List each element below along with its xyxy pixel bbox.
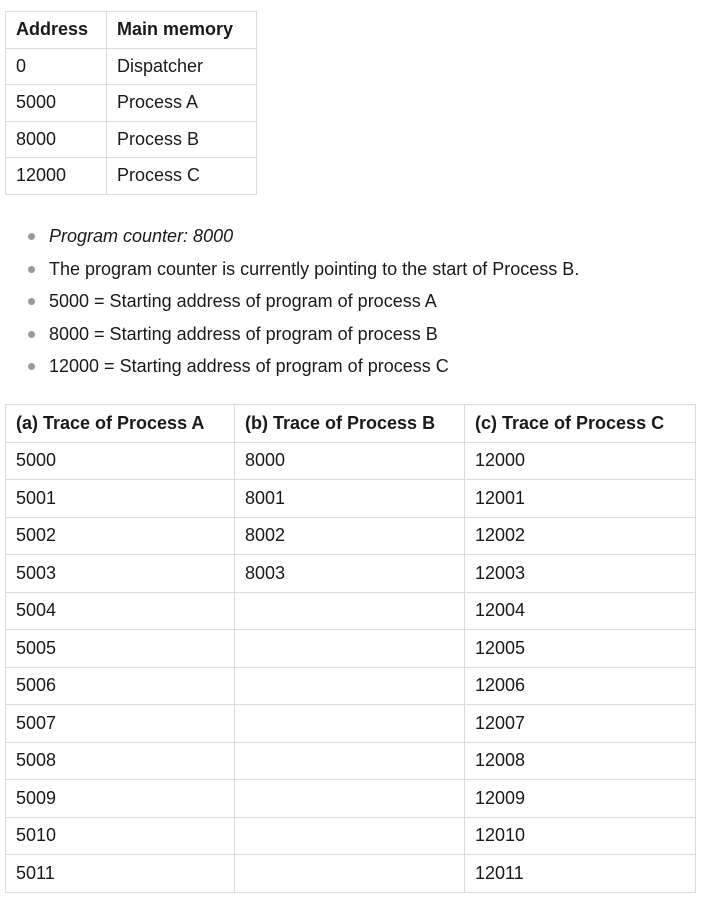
note-text: The program counter is currently pointin…	[49, 258, 580, 279]
note-text: 12000 = Starting address of program of p…	[49, 356, 449, 376]
trace-b-cell	[234, 854, 465, 893]
trace-c-cell: 12004	[464, 591, 696, 630]
trace-c-cell: 12009	[464, 779, 696, 818]
trace-b-cell: 8001	[234, 479, 465, 518]
trace-a-cell: 5011	[5, 854, 235, 893]
table-row: 5000 Process A	[5, 84, 257, 122]
trace-c-cell: 12008	[464, 741, 696, 780]
table-row: 8000 Process B	[5, 120, 257, 158]
table-row: 5005 12005	[5, 629, 696, 668]
trace-c-cell: 12001	[464, 479, 696, 518]
column-header-trace-c: (c) Trace of Process C	[464, 404, 696, 443]
list-item: The program counter is currently pointin…	[24, 255, 579, 288]
process-trace-table: (a) Trace of Process A (b) Trace of Proc…	[5, 404, 696, 893]
column-header-trace-b: (b) Trace of Process B	[234, 404, 465, 443]
list-item: 8000 = Starting address of program of pr…	[24, 320, 579, 353]
address-cell: 8000	[5, 120, 107, 158]
trace-b-cell	[234, 741, 465, 780]
list-item: 5000 = Starting address of program of pr…	[24, 287, 579, 320]
trace-c-cell: 12005	[464, 629, 696, 668]
trace-a-cell: 5006	[5, 666, 235, 705]
table-row: 5006 12006	[5, 666, 696, 705]
table-row: 5008 12008	[5, 741, 696, 780]
trace-b-cell	[234, 591, 465, 630]
address-cell: 5000	[5, 84, 107, 122]
memory-cell: Process A	[106, 84, 257, 122]
trace-c-cell: 12011	[464, 854, 696, 893]
trace-b-cell: 8002	[234, 516, 465, 555]
trace-c-cell: 12003	[464, 554, 696, 593]
memory-table-body: 0 Dispatcher 5000 Process A 8000 Process…	[5, 47, 257, 195]
memory-cell: Dispatcher	[106, 47, 257, 85]
trace-table-header-row: (a) Trace of Process A (b) Trace of Proc…	[5, 404, 696, 443]
memory-table-header-row: Address Main memory	[5, 11, 257, 49]
memory-table-header: Address Main memory	[5, 11, 257, 49]
note-text: 8000 = Starting address of program of pr…	[49, 323, 438, 344]
trace-b-cell	[234, 666, 465, 705]
memory-cell: Process C	[106, 157, 257, 195]
column-header-address: Address	[5, 11, 107, 49]
trace-a-cell: 5008	[5, 741, 235, 780]
trace-b-cell: 8000	[234, 441, 465, 480]
address-cell: 0	[5, 47, 107, 85]
table-row: 0 Dispatcher	[5, 47, 257, 85]
trace-a-cell: 5003	[5, 554, 235, 593]
trace-b-cell: 8003	[234, 554, 465, 593]
list-item: Program counter: 8000	[24, 222, 579, 255]
memory-cell: Process B	[106, 120, 257, 158]
trace-a-cell: 5010	[5, 816, 235, 855]
notes-list: Program counter: 8000 The program counte…	[24, 222, 579, 385]
trace-c-cell: 12002	[464, 516, 696, 555]
trace-c-cell: 12010	[464, 816, 696, 855]
trace-a-cell: 5004	[5, 591, 235, 630]
trace-a-cell: 5000	[5, 441, 235, 480]
note-text: Program counter: 8000	[49, 226, 234, 246]
column-header-main-memory: Main memory	[106, 11, 257, 49]
table-row: 5011 12011	[5, 854, 696, 893]
memory-map-table: Address Main memory 0 Dispatcher 5000 Pr…	[5, 11, 257, 195]
column-header-trace-a: (a) Trace of Process A	[5, 404, 235, 443]
address-cell: 12000	[5, 157, 107, 195]
bullet-icon	[28, 330, 35, 338]
table-row: 5010 12010	[5, 816, 696, 855]
table-row: 12000 Process C	[5, 157, 257, 195]
trace-c-cell: 12007	[464, 704, 696, 743]
trace-a-cell: 5005	[5, 629, 235, 668]
table-row: 5007 12007	[5, 704, 696, 743]
trace-b-cell	[234, 704, 465, 743]
trace-a-cell: 5007	[5, 704, 235, 743]
trace-a-cell: 5009	[5, 779, 235, 818]
bullet-icon	[28, 298, 35, 305]
bullet-icon	[28, 363, 35, 370]
trace-c-cell: 12006	[464, 666, 696, 705]
bullet-icon	[28, 265, 35, 273]
trace-b-cell	[234, 779, 465, 818]
table-row: 5004 12004	[5, 591, 696, 630]
table-row: 5009 12009	[5, 779, 696, 818]
trace-b-cell	[234, 629, 465, 668]
note-text: 5000 = Starting address of program of pr…	[49, 291, 437, 311]
trace-table-header: (a) Trace of Process A (b) Trace of Proc…	[5, 404, 696, 443]
trace-b-cell	[234, 816, 465, 855]
trace-c-cell: 12000	[464, 441, 696, 480]
trace-a-cell: 5001	[5, 479, 235, 518]
list-item: 12000 = Starting address of program of p…	[24, 352, 579, 385]
bullet-icon	[28, 233, 35, 240]
trace-a-cell: 5002	[5, 516, 235, 555]
